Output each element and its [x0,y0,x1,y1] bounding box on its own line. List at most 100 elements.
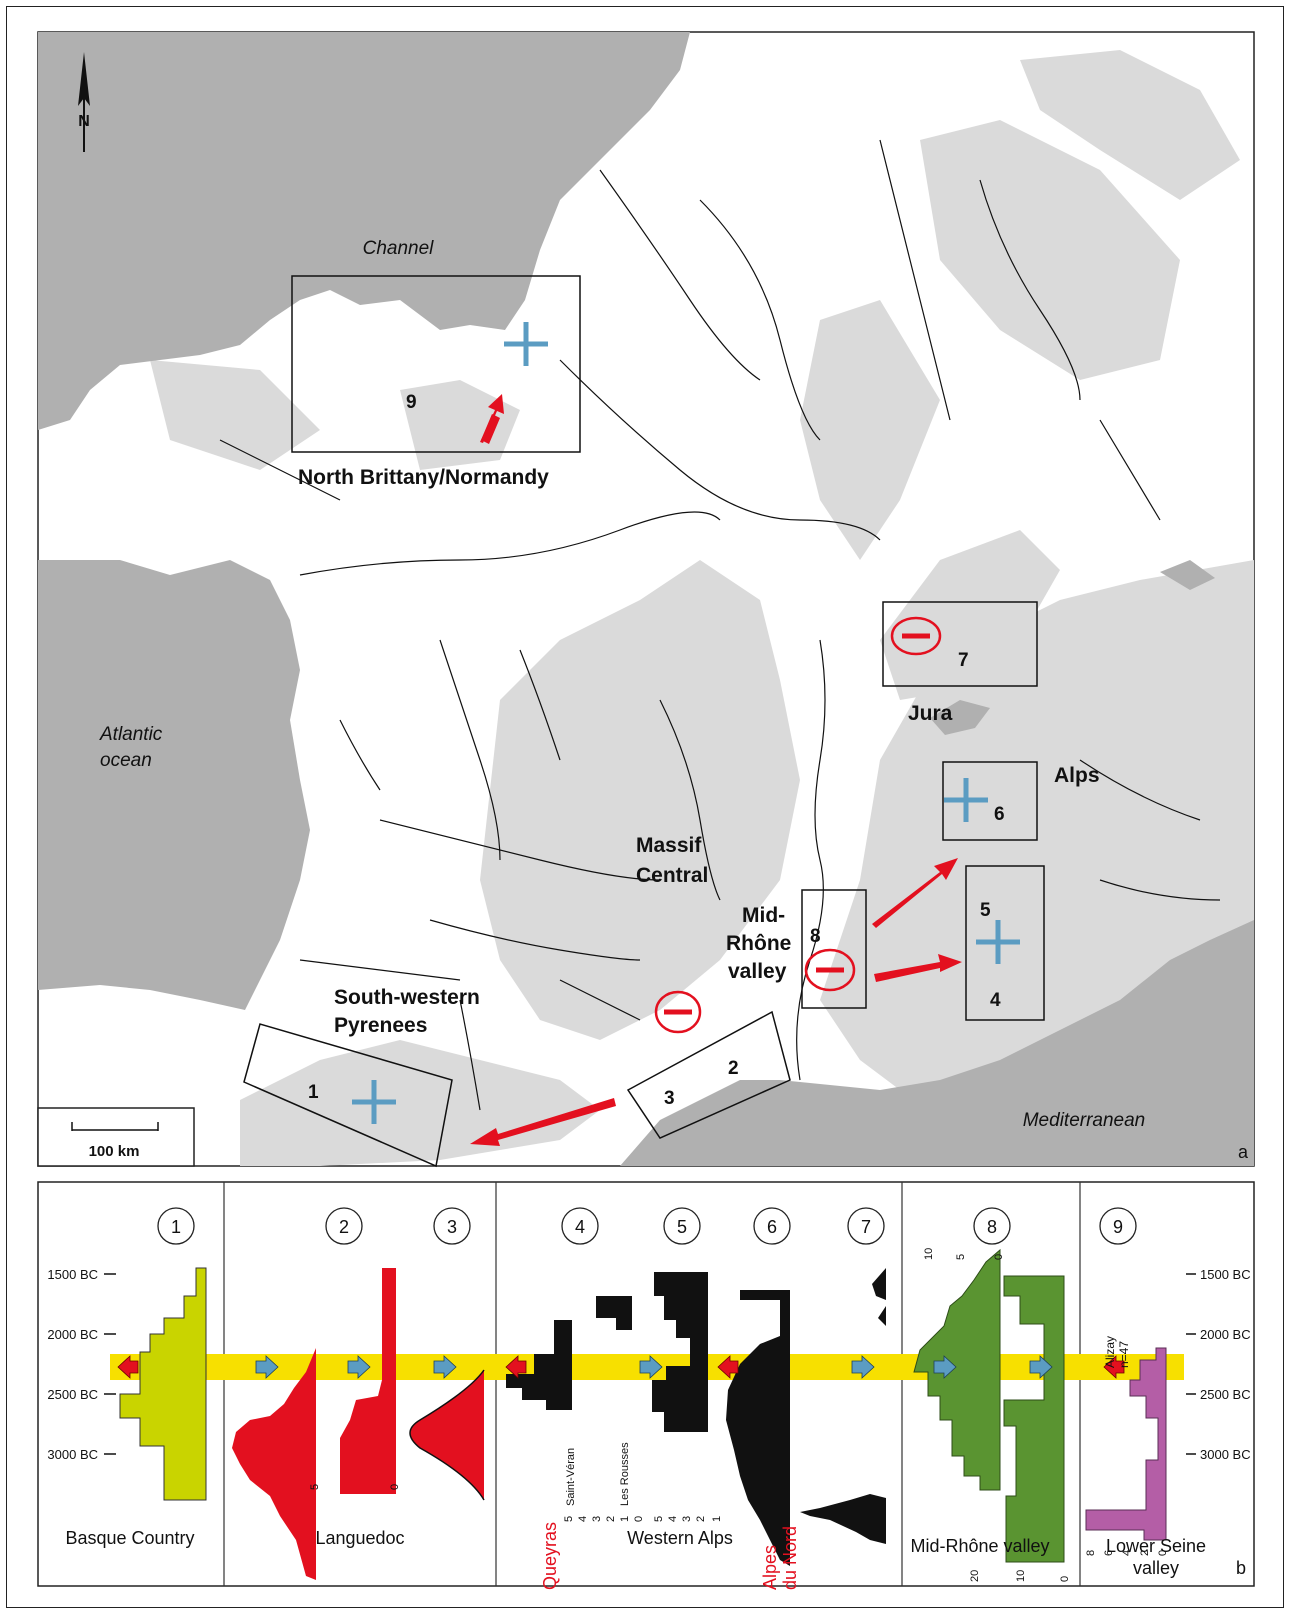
region-labels: North Brittany/Normandy Massif Central M… [298,466,1100,1037]
site-circle-label-3: 3 [447,1217,457,1237]
site-numbers: 1 2 3 4 5 6 7 8 9 [308,392,1005,1109]
red-band-arrow-icon [1103,1355,1125,1379]
midrhone-axis-bottom-label: 0 [1059,1576,1071,1582]
alps-axis-label: 3 [591,1516,603,1522]
massif-label-2: Central [636,864,708,887]
figure-frame [6,6,1284,1608]
massif-label-1: Massif [636,834,702,857]
site-number-1: 1 [308,1082,319,1103]
site-circle-label-8: 8 [987,1217,997,1237]
midrhone-axis-top-label: 0 [993,1254,1005,1260]
band-arrows [117,1355,1125,1379]
site-number-2: 2 [728,1058,739,1079]
alpes-label-1: Alpes [760,1545,780,1590]
languedoc-axis-label: 0 [389,1484,401,1490]
midrhone-histogram-2 [1003,1275,1065,1563]
site-circle-3 [433,1207,471,1245]
site-number-7: 7 [958,650,969,671]
time-label-right: 1500 BC [1200,1267,1251,1282]
red-band-arrow-icon [117,1355,139,1379]
saint-veran-label: Saint-Véran [565,1448,577,1506]
atlantic-sea [38,560,310,1010]
seine-axis-label: 0 [1157,1550,1169,1556]
les-rousses-histogram [652,1272,708,1432]
alps-axis-label: 0 [633,1516,645,1522]
site-circle-2 [325,1207,363,1245]
atlantic-label-1: Atlantic [99,724,163,745]
alps-axis-label: 2 [695,1516,707,1522]
panel-letter-a: a [1238,1142,1249,1162]
site-circle-label-4: 4 [575,1217,585,1237]
blue-band-arrow-icon [639,1355,663,1379]
midrhone-axis-bottom-label: 10 [1015,1570,1027,1582]
sw-label-2: Pyrenees [334,1014,427,1037]
site-circle-label-7: 7 [861,1217,871,1237]
midrhone-label-1: Mid- [742,904,785,927]
arrow-icon-8-5 [874,954,962,982]
alps-axis-label: 5 [563,1516,575,1522]
site-number-5: 5 [980,900,991,921]
alpes-label-2: du Nord [780,1526,800,1590]
languedoc-histogram-3 [409,1369,485,1501]
plus-icon-5 [976,920,1020,964]
box-8 [801,889,867,1009]
site-number-4: 4 [990,990,1001,1011]
north-arrow-icon [78,52,90,152]
alps-axis-label: 2 [605,1516,617,1522]
languedoc-histogram-2 [340,1268,396,1494]
midrhone-axis-top-label: 10 [923,1248,935,1260]
mediterranean-sea [620,920,1254,1166]
chart-separators [223,1182,1081,1586]
box-9 [291,275,581,453]
saint-veran-histogram [506,1320,572,1410]
panel-letter-b: b [1236,1558,1246,1578]
alps-axis-label: 3 [681,1516,693,1522]
site-circle-9 [1099,1207,1137,1245]
site-number-9: 9 [406,392,417,413]
box-1 [243,1023,453,1168]
alps-axis-label: 5 [653,1516,665,1522]
midrhone-axis-bottom-label: 20 [969,1570,981,1582]
site-circle-label-9: 9 [1113,1217,1123,1237]
basque-label: Basque Country [65,1528,194,1548]
red-band-arrow-icon [505,1355,527,1379]
midrhone-axis-top-label: 5 [955,1254,967,1260]
seas [38,32,1254,1166]
alps-axis-label: 1 [711,1516,723,1522]
site-circle-label-5: 5 [677,1217,687,1237]
blue-band-arrow-icon [433,1355,457,1379]
site-circle-4 [561,1207,599,1245]
plus-icon-9 [504,322,548,366]
seine-axis-label: 8 [1085,1550,1097,1556]
site-number-8: 8 [810,926,821,947]
north-brittany-label: North Brittany/Normandy [298,466,549,489]
midrhone-histograms [913,1248,1065,1563]
mediterranean-label: Mediterranean [1023,1110,1146,1131]
site-circle-1 [157,1207,195,1245]
blue-band-arrow-icon [851,1355,875,1379]
plus-icon-6 [944,778,988,822]
alpes-du-nord-histogram [726,1276,790,1566]
site-circle-label-1: 1 [171,1217,181,1237]
red-band-arrow-icon [717,1355,739,1379]
sw-label-1: South-western [334,986,480,1009]
lake-geneva [1160,560,1215,590]
minus-icons [654,616,942,1034]
seine-axis-label: 4 [1121,1550,1133,1556]
seine-histogram [1085,1347,1167,1541]
scale-label: 100 km [89,1143,140,1160]
alizay-label-1: Alizay [1103,1336,1117,1368]
midrhone-label-3: valley [728,960,787,983]
minus-icon-7 [890,616,942,656]
seine-axis-label: 6 [1103,1550,1115,1556]
seine-axis-label: 2 [1139,1550,1151,1556]
site-boxes [243,275,1045,1168]
plus-icons [352,322,1020,1124]
site-number-3: 3 [664,1088,675,1109]
site-circle-label-6: 6 [767,1217,777,1237]
arrow-icon-3-1 [470,1098,616,1146]
